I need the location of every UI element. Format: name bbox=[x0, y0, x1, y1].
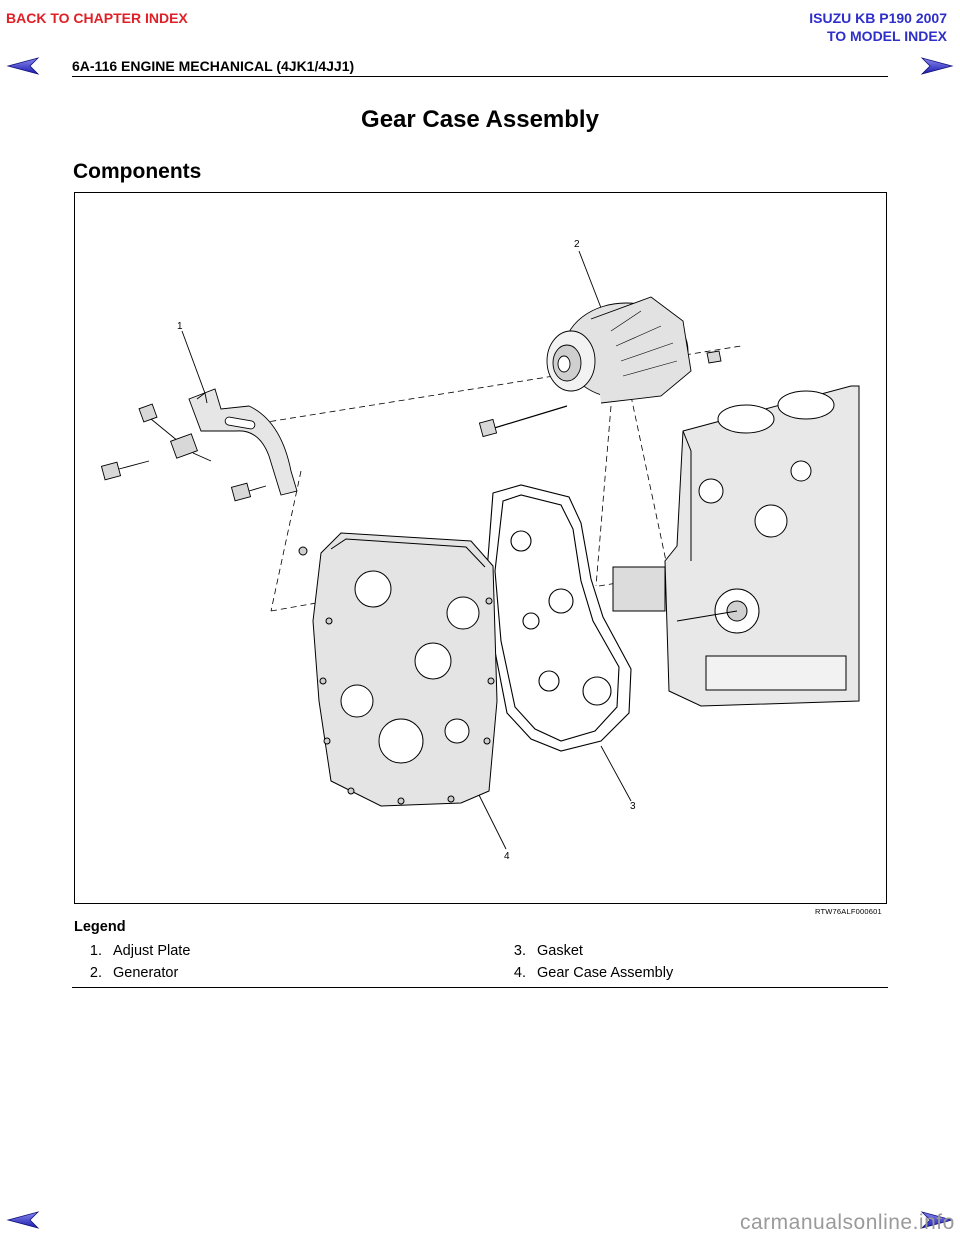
left-arrow-icon[interactable] bbox=[6, 56, 40, 76]
legend-item-number: 1. bbox=[89, 943, 102, 959]
legend-item: 4. Gear Case Assembly bbox=[502, 965, 673, 981]
legend-item-label: Adjust Plate bbox=[113, 943, 191, 959]
callout-2: 2 bbox=[574, 239, 580, 250]
generator-part bbox=[478, 296, 722, 438]
back-to-chapter-index-link[interactable]: BACK TO CHAPTER INDEX bbox=[6, 10, 188, 26]
adjust-plate-part bbox=[188, 388, 298, 496]
right-arrow-icon[interactable] bbox=[920, 56, 954, 76]
gear-case-part bbox=[298, 532, 498, 807]
legend-item-number: 4. bbox=[513, 965, 526, 981]
left-arrow-icon[interactable] bbox=[6, 1210, 40, 1230]
components-figure: 1 2 3 4 bbox=[74, 192, 887, 904]
page-title: Gear Case Assembly bbox=[361, 106, 599, 133]
callout-4: 4 bbox=[504, 851, 510, 862]
legend-item: 1. Adjust Plate bbox=[78, 943, 190, 959]
gasket-part bbox=[486, 484, 632, 752]
watermark: carmanualsonline.info bbox=[740, 1211, 955, 1234]
to-model-index-link[interactable]: TO MODEL INDEX bbox=[826, 28, 947, 44]
legend-item: 3. Gasket bbox=[502, 943, 583, 959]
legend-title: Legend bbox=[74, 919, 126, 935]
engine-block bbox=[612, 385, 860, 707]
section-reference: 6A-116 ENGINE MECHANICAL (4JK1/4JJ1) bbox=[72, 58, 355, 74]
legend-bottom-rule bbox=[72, 987, 888, 988]
figure-code: RTW76ALF000601 bbox=[815, 907, 882, 916]
section-subtitle: Components bbox=[73, 160, 202, 183]
legend-item-label: Gear Case Assembly bbox=[537, 965, 674, 981]
legend-item-number: 3. bbox=[513, 943, 526, 959]
legend-item-label: Gasket bbox=[537, 943, 583, 959]
legend-item-number: 2. bbox=[89, 965, 102, 981]
header-rule bbox=[72, 76, 888, 77]
right-arrow-icon[interactable] bbox=[920, 1210, 954, 1230]
exploded-view-illustration: 1 2 3 4 bbox=[100, 239, 860, 862]
callout-1: 1 bbox=[177, 321, 183, 332]
legend-item: 2. Generator bbox=[78, 965, 178, 981]
model-name-link[interactable]: ISUZU KB P190 2007 bbox=[809, 10, 947, 26]
legend-item-label: Generator bbox=[113, 965, 179, 981]
callout-3: 3 bbox=[630, 801, 636, 812]
